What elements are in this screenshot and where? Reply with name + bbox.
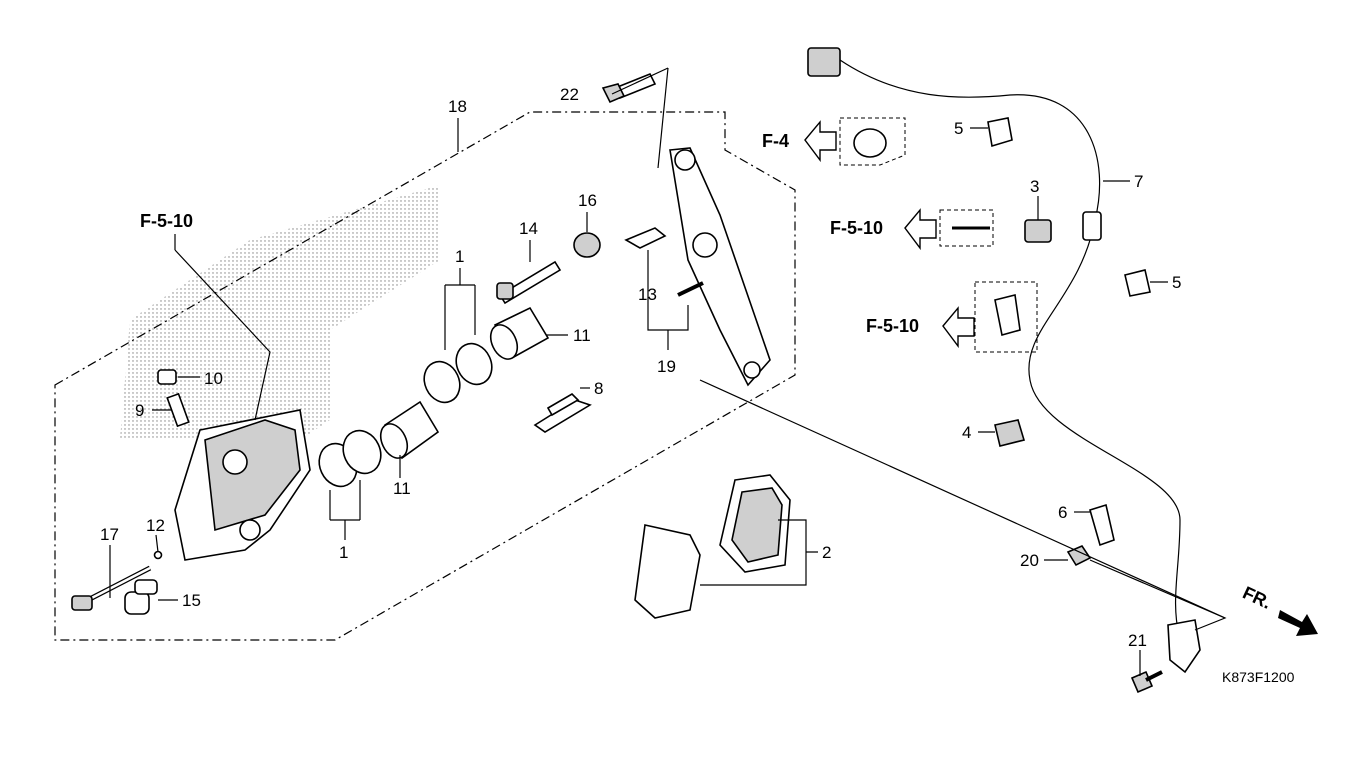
piston-part[interactable] (376, 400, 440, 462)
piston-seal-upper-part[interactable] (418, 338, 499, 408)
assembly-boundary (54, 111, 796, 641)
ref-f-5-10-low[interactable]: F-5-10 (866, 316, 919, 336)
callout-2: 2 (822, 543, 831, 562)
bleed-cap-part[interactable] (157, 369, 177, 385)
callout-20: 20 (1020, 551, 1039, 570)
diagram-code: K873F1200 (1222, 669, 1295, 685)
callout-1-lower: 1 (339, 543, 348, 562)
piston-seal-part[interactable] (312, 424, 387, 492)
callout-11-upper: 11 (573, 326, 591, 345)
callout-16: 16 (578, 191, 597, 210)
wire-clip-part[interactable] (1024, 219, 1052, 243)
sensor-stay-part[interactable] (1089, 503, 1115, 547)
slide-pin-part[interactable] (496, 260, 562, 305)
callout-5-upper: 5 (954, 119, 963, 138)
reference-labels: F-5-10 F-4 F-5-10 F-5-10 (140, 131, 919, 336)
callout-17: 17 (100, 525, 119, 544)
callout-14: 14 (519, 219, 538, 238)
pad-retainer-part[interactable] (624, 227, 667, 249)
piston-upper-part[interactable] (486, 306, 550, 363)
callout-21: 21 (1128, 631, 1147, 650)
callout-4: 4 (962, 423, 971, 442)
callout-15: 15 (182, 591, 201, 610)
o-ring-small-part[interactable] (153, 550, 163, 560)
pad-spring-part[interactable] (533, 392, 592, 433)
boot-part[interactable] (573, 232, 601, 258)
ref-f-5-10-top[interactable]: F-5-10 (140, 211, 193, 231)
callout-9: 9 (135, 401, 144, 420)
bleed-screw-part[interactable] (166, 392, 190, 428)
sensor-wire-part[interactable] (807, 47, 1201, 674)
callout-11-lower: 11 (393, 479, 411, 498)
front-label: FR. (1240, 582, 1275, 612)
ref-f-5-10-mid[interactable]: F-5-10 (830, 218, 883, 238)
wire-clamp-part[interactable] (987, 117, 1151, 297)
callout-13: 13 (638, 285, 657, 304)
callout-12: 12 (146, 516, 165, 535)
callout-10: 10 (204, 369, 223, 388)
grommet-part[interactable] (994, 419, 1026, 447)
front-arrow-icon (1278, 610, 1318, 636)
caliper-body-part[interactable] (174, 409, 311, 561)
callout-1-upper: 1 (455, 247, 464, 266)
callout-19: 19 (657, 357, 676, 376)
caliper-bracket-part[interactable] (669, 147, 771, 387)
stay-bolt-part[interactable] (1066, 545, 1092, 567)
callout-5-lower: 5 (1172, 273, 1181, 292)
reference-detail-boxes (839, 117, 1038, 353)
brake-pad-part[interactable] (634, 474, 791, 619)
stipple-shading (120, 185, 440, 440)
caliper-pin-part[interactable] (71, 565, 152, 611)
callout-3: 3 (1030, 177, 1039, 196)
reference-arrows (804, 120, 975, 349)
pin-bolt-part[interactable] (124, 579, 158, 615)
callout-7: 7 (1134, 172, 1143, 191)
ref-f-4[interactable]: F-4 (762, 131, 789, 151)
callout-18: 18 (448, 97, 467, 116)
callout-labels: 18 22 16 14 1 13 11 19 10 8 9 11 17 12 1… (100, 85, 1181, 650)
callout-6: 6 (1058, 503, 1067, 522)
callout-22: 22 (560, 85, 579, 104)
callout-8: 8 (594, 379, 603, 398)
sensor-bolt-part[interactable] (1130, 670, 1163, 694)
leader-lines (109, 67, 1227, 676)
